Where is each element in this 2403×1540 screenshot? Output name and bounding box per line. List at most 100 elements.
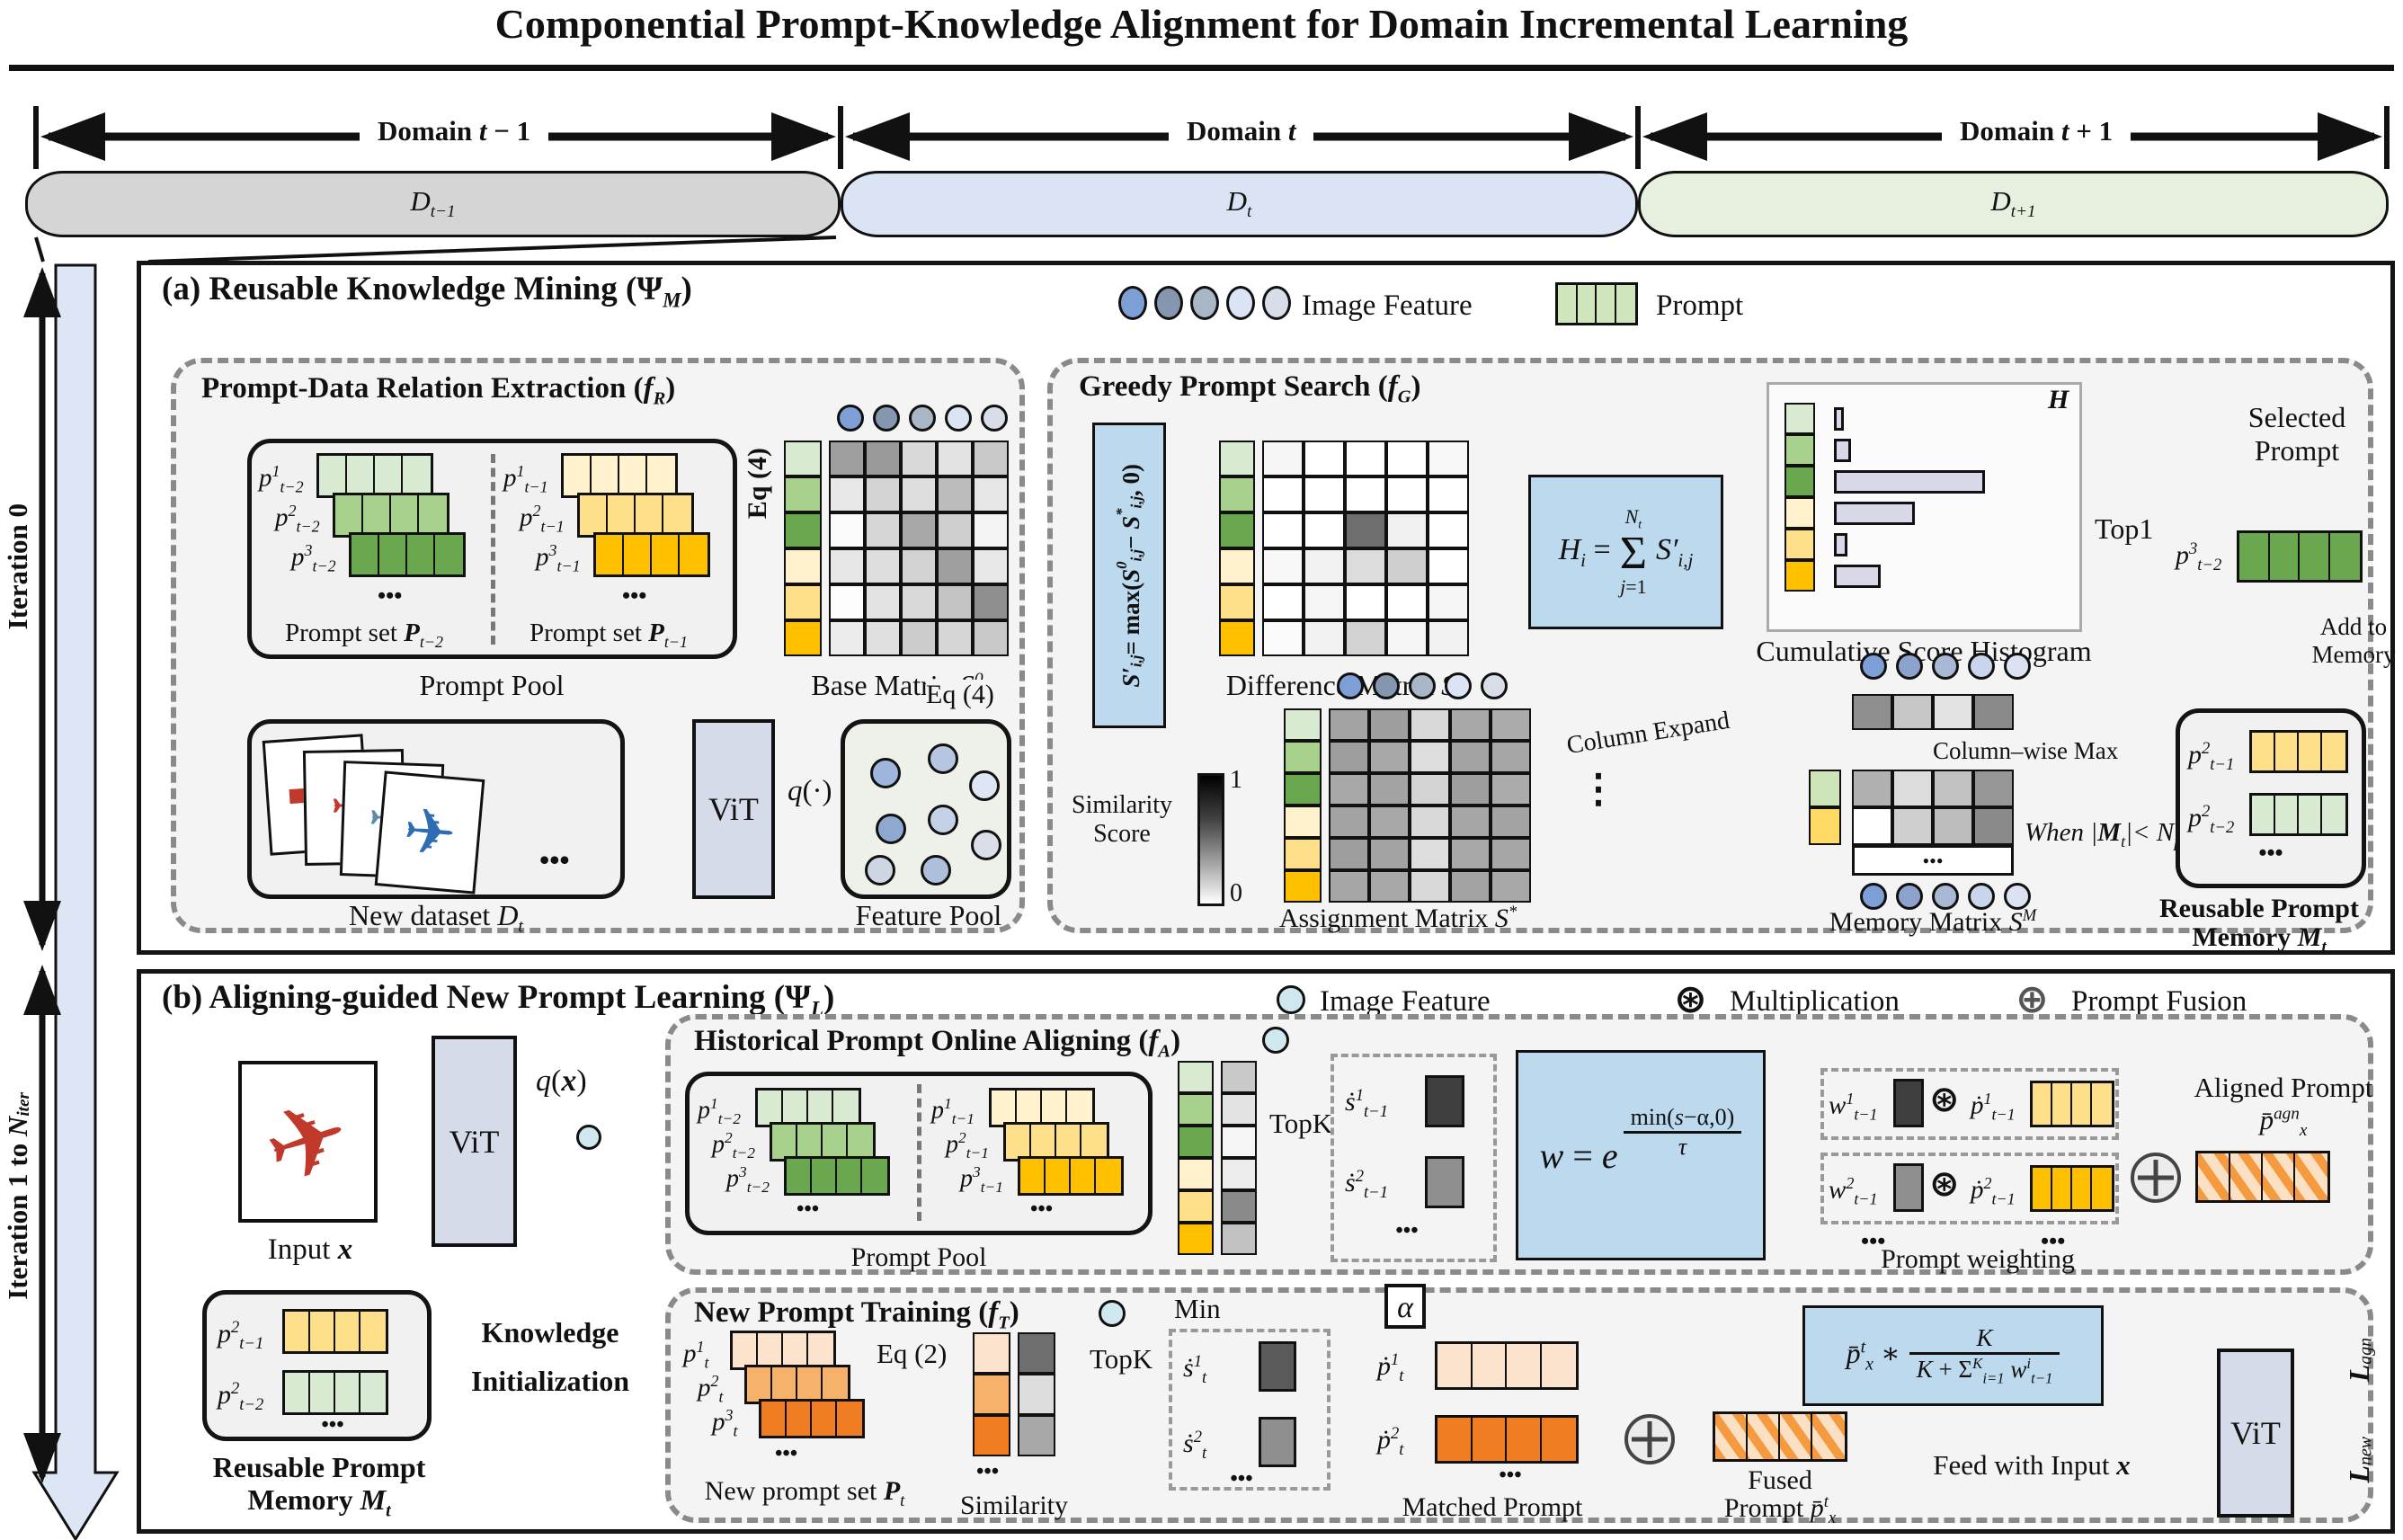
selected-prompt (2237, 530, 2363, 583)
scaling-formula-frac: K K + ΣKi=1 wit−1 (1909, 1324, 2060, 1387)
memory-p2-t-2-b (282, 1370, 388, 1415)
legend-prompt-label: Prompt (1656, 289, 1744, 322)
eq4-rotated-label: Eq (4) (743, 448, 772, 520)
ft-scores-dots: ••• (1230, 1467, 1253, 1491)
fused-prompt-caption2: Prompt p̄tx (1723, 1492, 1837, 1527)
ft-query-circle (1099, 1300, 1126, 1327)
scaling-formula-prefix: p̄tx ∗ (1846, 1337, 1900, 1375)
weight-formula-exp: min(s−α,0) τ (1623, 1104, 1742, 1161)
pd2-prompt (2030, 1165, 2114, 1212)
page-title: Componential Prompt-Knowledge Alignment … (494, 1, 1909, 47)
w1-mult-icon: ⊛ (1929, 1079, 1960, 1120)
prompt-p2-t-1 (577, 493, 694, 538)
fa-p3-t-1 (1018, 1156, 1124, 1196)
fused-prompt-caption1: Fused (1748, 1465, 1812, 1495)
assignment-matrix-caption: Assignment Matrix S* (1278, 903, 1517, 933)
domain-t+1-label: Domain t + 1 (1942, 115, 2132, 147)
feed-with-input-label: Feed with Input x (1933, 1449, 2131, 1481)
memory-matrix-caption: Memory Matrix SM (1829, 906, 2037, 937)
ft-s2-label: ṡ2t (1183, 1428, 1207, 1463)
w2-label: w2t−1 (1829, 1174, 1878, 1208)
add-to-memory-label: Add to Memory (2311, 613, 2396, 668)
prompt-pool-divider-a (491, 454, 495, 645)
reusable-memory-caption1-a: Reusable Prompt (2159, 894, 2359, 923)
np3-prompt (759, 1399, 865, 1438)
fa-p2-t-2 (770, 1122, 876, 1162)
column-expand-dots: ⋮ (1579, 767, 1618, 811)
dataset-bar-t: Dt (841, 171, 1638, 237)
alpha-box: α (1384, 1284, 1426, 1329)
weight-formula-den: τ (1678, 1133, 1687, 1160)
iteration-flow-arrow (31, 263, 120, 1540)
feature-pool-box (841, 719, 1011, 899)
prompt-set-t-1-caption: Prompt set Pt−1 (530, 619, 688, 651)
fa-topk-scores-box (1331, 1054, 1497, 1262)
histogram-prompt-column (1784, 403, 1815, 592)
weight-formula-base: w = e (1539, 1135, 1618, 1176)
pd1-label: ṗ1t−1 (1971, 1090, 2016, 1124)
dataset-dots: ••• (539, 843, 570, 876)
weight-formula-num: min(s−α,0) (1623, 1104, 1742, 1134)
memory-top-circles (1856, 653, 2035, 684)
prompt-p3-t-2-label: p3t−2 (291, 541, 336, 575)
base-matrix-prompt-column (784, 441, 822, 656)
prompt-p1-t-1-label: p1t−1 (503, 462, 548, 496)
prompt-p3-t-1-label: p3t−1 (536, 541, 581, 575)
prompt-p1-t-2-label: p1t−2 (259, 462, 304, 496)
prompt-pool-caption-a: Prompt Pool (419, 669, 565, 701)
w1-square (1893, 1079, 1924, 1127)
np2-prompt (744, 1365, 850, 1404)
prompt-weighting-caption: Prompt weighting (1881, 1244, 2075, 1274)
prompt-set-t-1-dots: ••• (622, 583, 647, 609)
aligning-fusion-node (2131, 1153, 2181, 1203)
matched-prompt-2 (1435, 1415, 1579, 1464)
input-caption: Input x (267, 1233, 353, 1266)
similarity-score-label: Similarity Score (1072, 791, 1172, 848)
fa-p2-t-1-label: p2t−1 (946, 1129, 989, 1162)
dataset-bar-t-1-label: Dt−1 (410, 185, 456, 222)
vit-box-b2: ViT (2217, 1349, 2294, 1518)
pd2-label: ṗ2t−1 (1971, 1174, 2016, 1208)
fa-s1-label: ṡ1t−1 (1345, 1086, 1388, 1121)
legend-b-image-feature-icon (1277, 985, 1305, 1014)
knowledge-init-label1: Knowledge (442, 1316, 658, 1349)
prompt-p2-t-2-label: p2t−2 (275, 502, 320, 536)
memory-prompt-column (1809, 770, 1841, 845)
scaling-formula-num: K (1909, 1324, 2060, 1355)
memory-p2-t-1-label-a: p2t−1 (2188, 739, 2235, 774)
dataset-bar-t-label: Dt (1226, 185, 1252, 222)
aligned-prompt (2195, 1151, 2330, 1203)
histogram-bars (1834, 403, 1985, 592)
memory-dots-a: ••• (2258, 840, 2283, 866)
legend-image-feature-icon (1115, 286, 1295, 325)
aligned-prompt-label: Aligned Prompt (2194, 1072, 2373, 1103)
online-aligning-title: Historical Prompt Online Aligning (fA) (694, 1025, 1181, 1062)
assignment-matrix (1329, 708, 1531, 903)
base-matrix (829, 441, 1009, 656)
airplane-glyph: ✈ (251, 1077, 365, 1207)
weight-formula-box: w = e min(s−α,0) τ (1516, 1050, 1766, 1260)
legend-prompt-icon (1555, 282, 1638, 325)
dataset-bar-t+1: Dt+1 (1638, 171, 2389, 237)
matched-prompt-caption: Matched Prompt (1402, 1492, 1583, 1522)
difference-formula-box: S′i,j= max(S0i,j− S*i,j, 0) (1092, 423, 1166, 728)
new-prompt-set-caption: New prompt set Pt (704, 1476, 905, 1510)
colorbar-max-label: 1 (1230, 766, 1242, 794)
eq2-label: Eq (2) (877, 1338, 948, 1369)
section-a-title: (a) Reusable Knowledge Mining (ΨM) (162, 271, 692, 312)
relation-extraction-title: Prompt-Data Relation Extraction (fR) (201, 372, 676, 409)
scaling-formula-box: p̄tx ∗ K K + ΣKi=1 wit−1 (1802, 1305, 2104, 1406)
sigma-icon: Σ (1619, 528, 1647, 580)
matched-prompt-1 (1435, 1341, 1579, 1390)
fa-scores-dots: ••• (1395, 1219, 1419, 1242)
fused-prompt (1713, 1411, 1847, 1462)
iteration-1-n-label: Iteration 1 to Niter (2, 1092, 35, 1300)
prompt-p2-t-1-label: p2t−1 (520, 502, 565, 536)
min-scores-box (1169, 1329, 1331, 1491)
reusable-memory-caption2-a: Memory Mt (2192, 922, 2327, 957)
top1-label: Top1 (2095, 512, 2154, 545)
selected-prompt-label: Selected Prompt (2247, 401, 2346, 467)
dataset-bar-t-1: Dt−1 (25, 171, 841, 237)
w2-mult-icon: ⊛ (1929, 1163, 1960, 1205)
